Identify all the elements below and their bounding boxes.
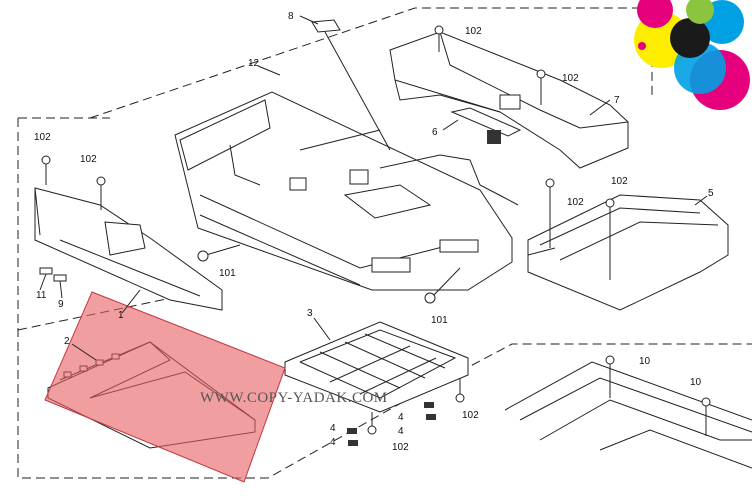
platen-frame — [284, 321, 469, 413]
callout-6: 6 — [432, 127, 438, 138]
callout-4-d: 4 — [330, 437, 336, 448]
screw-102-d-icon — [96, 176, 106, 210]
callout-3: 3 — [307, 308, 313, 319]
callout-10-b: 10 — [690, 377, 702, 388]
callout-102-h: 102 — [392, 442, 409, 453]
callout-10-a: 10 — [639, 356, 651, 367]
callout-101-a: 101 — [219, 268, 236, 279]
callout-12: 12 — [248, 58, 260, 69]
color-circles-logo — [634, 0, 750, 110]
screw-102-b-icon — [536, 69, 546, 105]
glass-corner — [504, 361, 752, 469]
callout-11: 11 — [36, 290, 47, 301]
screw-101-b-icon — [424, 267, 461, 304]
small-clips — [39, 267, 67, 299]
watermark-text: WWW.COPY-YADAK.COM — [200, 390, 388, 406]
callout-8: 8 — [288, 11, 294, 22]
main-frame — [174, 91, 519, 291]
callout-2: 2 — [64, 336, 70, 347]
callout-102-a: 102 — [465, 26, 482, 37]
callout-102-b: 102 — [562, 73, 579, 84]
screw-102-h-icon — [367, 412, 377, 435]
callout-4-c: 4 — [330, 423, 336, 434]
screw-102-c-icon — [41, 155, 51, 185]
rear-cover — [389, 31, 629, 169]
screw-10-b-icon — [701, 397, 711, 436]
callout-102-e: 102 — [567, 197, 584, 208]
screw-102-g-icon — [455, 378, 465, 403]
left-cover — [34, 187, 223, 311]
screw-102-a-icon — [434, 25, 444, 52]
callout-4-b: 4 — [398, 426, 404, 437]
callout-101-b: 101 — [431, 315, 448, 326]
screw-10-a-icon — [605, 355, 615, 398]
leader-lines — [71, 65, 708, 361]
rubber-feet — [347, 402, 436, 446]
callout-102-f: 102 — [611, 176, 628, 187]
highlight-overlay — [44, 291, 286, 483]
callout-4-a: 4 — [398, 412, 404, 423]
callout-1: 1 — [118, 310, 124, 321]
callout-5: 5 — [708, 188, 714, 199]
exit-tray — [527, 194, 729, 311]
callout-9: 9 — [58, 299, 64, 310]
screw-102-e-icon — [545, 178, 555, 248]
callout-102-d: 102 — [80, 154, 97, 165]
callout-7: 7 — [614, 95, 620, 106]
sensor-bracket — [450, 107, 522, 144]
callout-102-c: 102 — [34, 132, 51, 143]
screw-102-f-icon — [605, 198, 615, 280]
small-plate — [299, 15, 391, 151]
callout-102-g: 102 — [462, 410, 479, 421]
screw-101-a-icon — [197, 244, 241, 262]
